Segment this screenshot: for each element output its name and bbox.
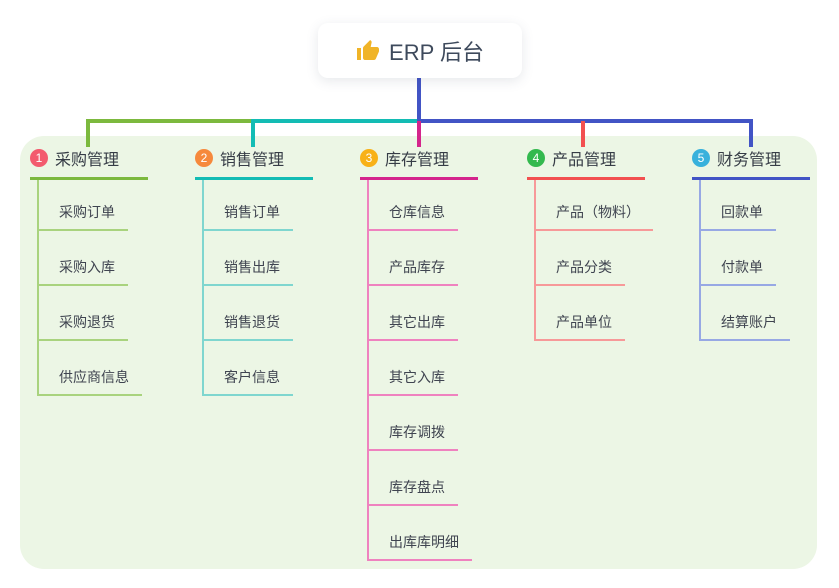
child-node[interactable]: 结算账户 bbox=[701, 286, 810, 341]
child-node[interactable]: 产品（物料） bbox=[536, 180, 653, 231]
branch-label: 库存管理 bbox=[385, 152, 450, 169]
child-label: 付款单 bbox=[701, 257, 776, 286]
child-node[interactable]: 其它出库 bbox=[369, 286, 478, 341]
branch-sales: 2 销售管理 销售订单 销售出库 销售退货 客户信息 bbox=[195, 146, 313, 396]
child-label: 销售出库 bbox=[204, 257, 293, 286]
branch-label: 财务管理 bbox=[717, 152, 782, 169]
branch-children: 仓库信息 产品库存 其它出库 其它入库 库存调拨 库存盘点 出库库明细 bbox=[367, 180, 478, 561]
branch-product: 4 产品管理 产品（物料） 产品分类 产品单位 bbox=[527, 146, 653, 341]
child-label: 销售订单 bbox=[204, 202, 293, 231]
child-node[interactable]: 库存盘点 bbox=[369, 451, 478, 506]
child-node[interactable]: 出库库明细 bbox=[369, 506, 478, 561]
child-node[interactable]: 回款单 bbox=[701, 180, 810, 231]
child-label: 其它入库 bbox=[369, 367, 458, 396]
branch-number-badge: 4 bbox=[527, 149, 545, 167]
drop-line-branch-4 bbox=[581, 121, 585, 147]
branch-inventory: 3 库存管理 仓库信息 产品库存 其它出库 其它入库 库存调拨 库存盘点 出库库… bbox=[360, 146, 478, 561]
child-label: 供应商信息 bbox=[39, 367, 142, 396]
child-node[interactable]: 付款单 bbox=[701, 231, 810, 286]
child-label: 其它出库 bbox=[369, 312, 458, 341]
child-node[interactable]: 仓库信息 bbox=[369, 180, 478, 231]
branch-children: 销售订单 销售出库 销售退货 客户信息 bbox=[202, 180, 313, 396]
child-label: 客户信息 bbox=[204, 367, 293, 396]
branches-background-panel bbox=[20, 136, 817, 569]
child-label: 采购订单 bbox=[39, 202, 128, 231]
child-label: 采购入库 bbox=[39, 257, 128, 286]
child-node[interactable]: 产品分类 bbox=[536, 231, 645, 286]
child-node[interactable]: 产品库存 bbox=[369, 231, 478, 286]
branch-children: 产品（物料） 产品分类 产品单位 bbox=[534, 180, 653, 341]
branch-node-finance[interactable]: 5 财务管理 bbox=[692, 146, 810, 180]
branch-node-inventory[interactable]: 3 库存管理 bbox=[360, 146, 478, 180]
child-label: 回款单 bbox=[701, 202, 776, 231]
child-node[interactable]: 销售订单 bbox=[204, 180, 313, 231]
child-node[interactable]: 库存调拨 bbox=[369, 396, 478, 451]
child-label: 产品库存 bbox=[369, 257, 458, 286]
child-label: 库存盘点 bbox=[369, 477, 458, 506]
branch-node-purchase[interactable]: 1 采购管理 bbox=[30, 146, 148, 180]
child-node[interactable]: 采购订单 bbox=[39, 180, 148, 231]
child-node[interactable]: 销售退货 bbox=[204, 286, 313, 341]
root-node-label: ERP 后台 bbox=[389, 39, 484, 65]
child-label: 仓库信息 bbox=[369, 202, 458, 231]
child-node[interactable]: 产品单位 bbox=[536, 286, 645, 341]
child-label: 产品分类 bbox=[536, 257, 625, 286]
branch-number-badge: 5 bbox=[692, 149, 710, 167]
child-label: 出库库明细 bbox=[369, 532, 472, 561]
child-node[interactable]: 客户信息 bbox=[204, 341, 313, 396]
branch-label: 销售管理 bbox=[220, 152, 285, 169]
branch-number-badge: 1 bbox=[30, 149, 48, 167]
child-label: 库存调拨 bbox=[369, 422, 458, 451]
drop-line-branch-5 bbox=[749, 119, 753, 147]
child-label: 结算账户 bbox=[701, 312, 790, 341]
branch-label: 产品管理 bbox=[552, 152, 617, 169]
branch-label: 采购管理 bbox=[55, 152, 120, 169]
child-label: 产品（物料） bbox=[536, 202, 653, 231]
thumbs-up-icon bbox=[357, 39, 380, 60]
child-node[interactable]: 其它入库 bbox=[369, 341, 478, 396]
root-connector-line bbox=[417, 78, 421, 123]
branch-children: 采购订单 采购入库 采购退货 供应商信息 bbox=[37, 180, 148, 396]
root-node[interactable]: ERP 后台 bbox=[318, 23, 522, 78]
branch-number-badge: 2 bbox=[195, 149, 213, 167]
connector-branch-5 bbox=[417, 119, 753, 123]
child-node[interactable]: 供应商信息 bbox=[39, 341, 148, 396]
child-label: 采购退货 bbox=[39, 312, 128, 341]
drop-line-branch-1 bbox=[86, 119, 90, 147]
child-node[interactable]: 销售出库 bbox=[204, 231, 313, 286]
branch-node-product[interactable]: 4 产品管理 bbox=[527, 146, 645, 180]
drop-line-branch-3 bbox=[417, 121, 421, 147]
drop-line-branch-2 bbox=[251, 119, 255, 147]
branch-purchase: 1 采购管理 采购订单 采购入库 采购退货 供应商信息 bbox=[30, 146, 148, 396]
child-label: 产品单位 bbox=[536, 312, 625, 341]
child-node[interactable]: 采购退货 bbox=[39, 286, 148, 341]
connector-branch-2 bbox=[251, 119, 419, 123]
branch-number-badge: 3 bbox=[360, 149, 378, 167]
branch-node-sales[interactable]: 2 销售管理 bbox=[195, 146, 313, 180]
child-label: 销售退货 bbox=[204, 312, 293, 341]
child-node[interactable]: 采购入库 bbox=[39, 231, 148, 286]
branch-finance: 5 财务管理 回款单 付款单 结算账户 bbox=[692, 146, 810, 341]
connector-branch-1 bbox=[86, 119, 253, 123]
branch-children: 回款单 付款单 结算账户 bbox=[699, 180, 810, 341]
